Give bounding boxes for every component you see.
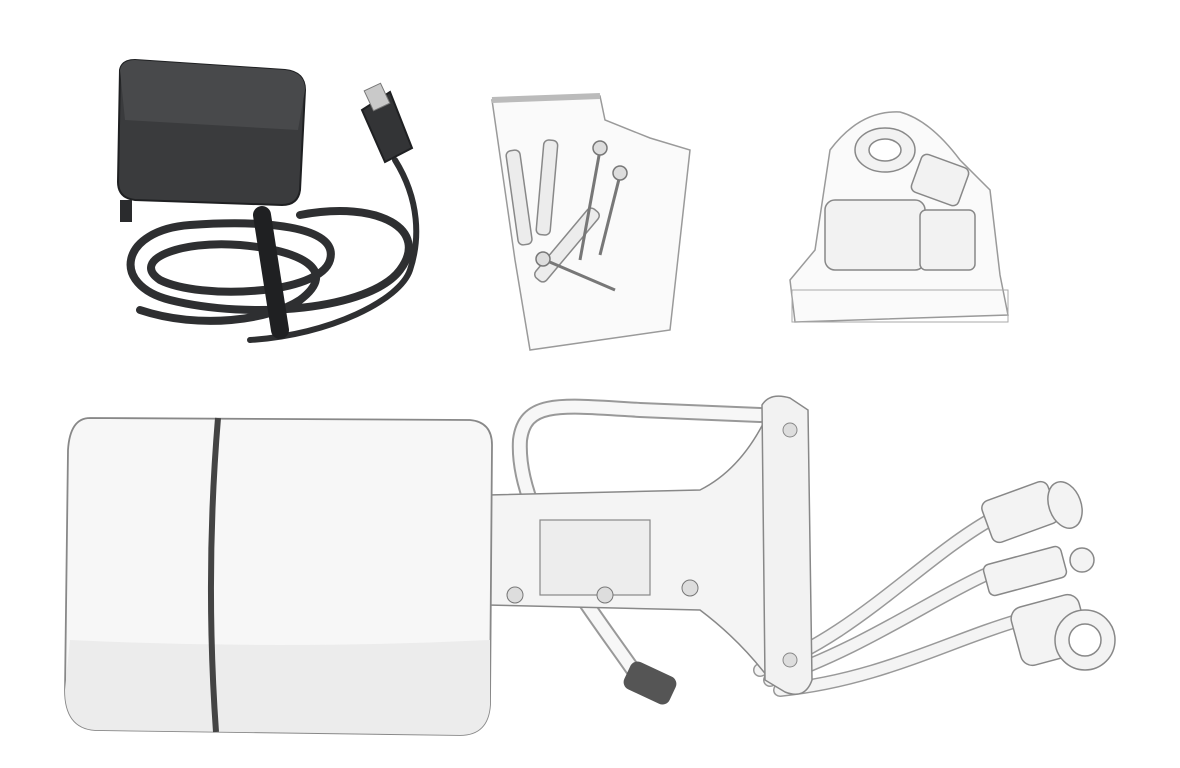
adapter-cord-lead <box>247 157 420 343</box>
dc-plug-tip <box>363 82 391 112</box>
mount-screw <box>596 586 614 604</box>
adapter-prong <box>120 200 132 222</box>
bag-base <box>791 289 1009 323</box>
camera-body-shading <box>65 640 490 735</box>
mount-screw <box>506 586 524 604</box>
base-hole <box>782 652 798 668</box>
adapter-cord-tie <box>253 206 289 339</box>
camera-wire-loop-fill <box>513 400 766 686</box>
cable-connectors <box>981 480 1116 671</box>
bag-seal <box>491 93 601 103</box>
waterproof-caps <box>824 127 976 271</box>
connector-caps-bag <box>789 111 1009 323</box>
wire-grommet <box>623 661 677 705</box>
bullet-camera <box>64 395 1116 736</box>
power-adapter <box>116 58 420 343</box>
adapter-cord-coil <box>126 207 413 325</box>
mount-clamp <box>539 519 651 596</box>
screw-bag <box>491 93 691 351</box>
mount-screw <box>681 579 699 597</box>
base-hole <box>782 422 798 438</box>
adapter-top-face <box>120 60 305 130</box>
camera-band <box>207 417 221 733</box>
screws <box>535 140 628 292</box>
mount-base-plate <box>761 395 813 695</box>
